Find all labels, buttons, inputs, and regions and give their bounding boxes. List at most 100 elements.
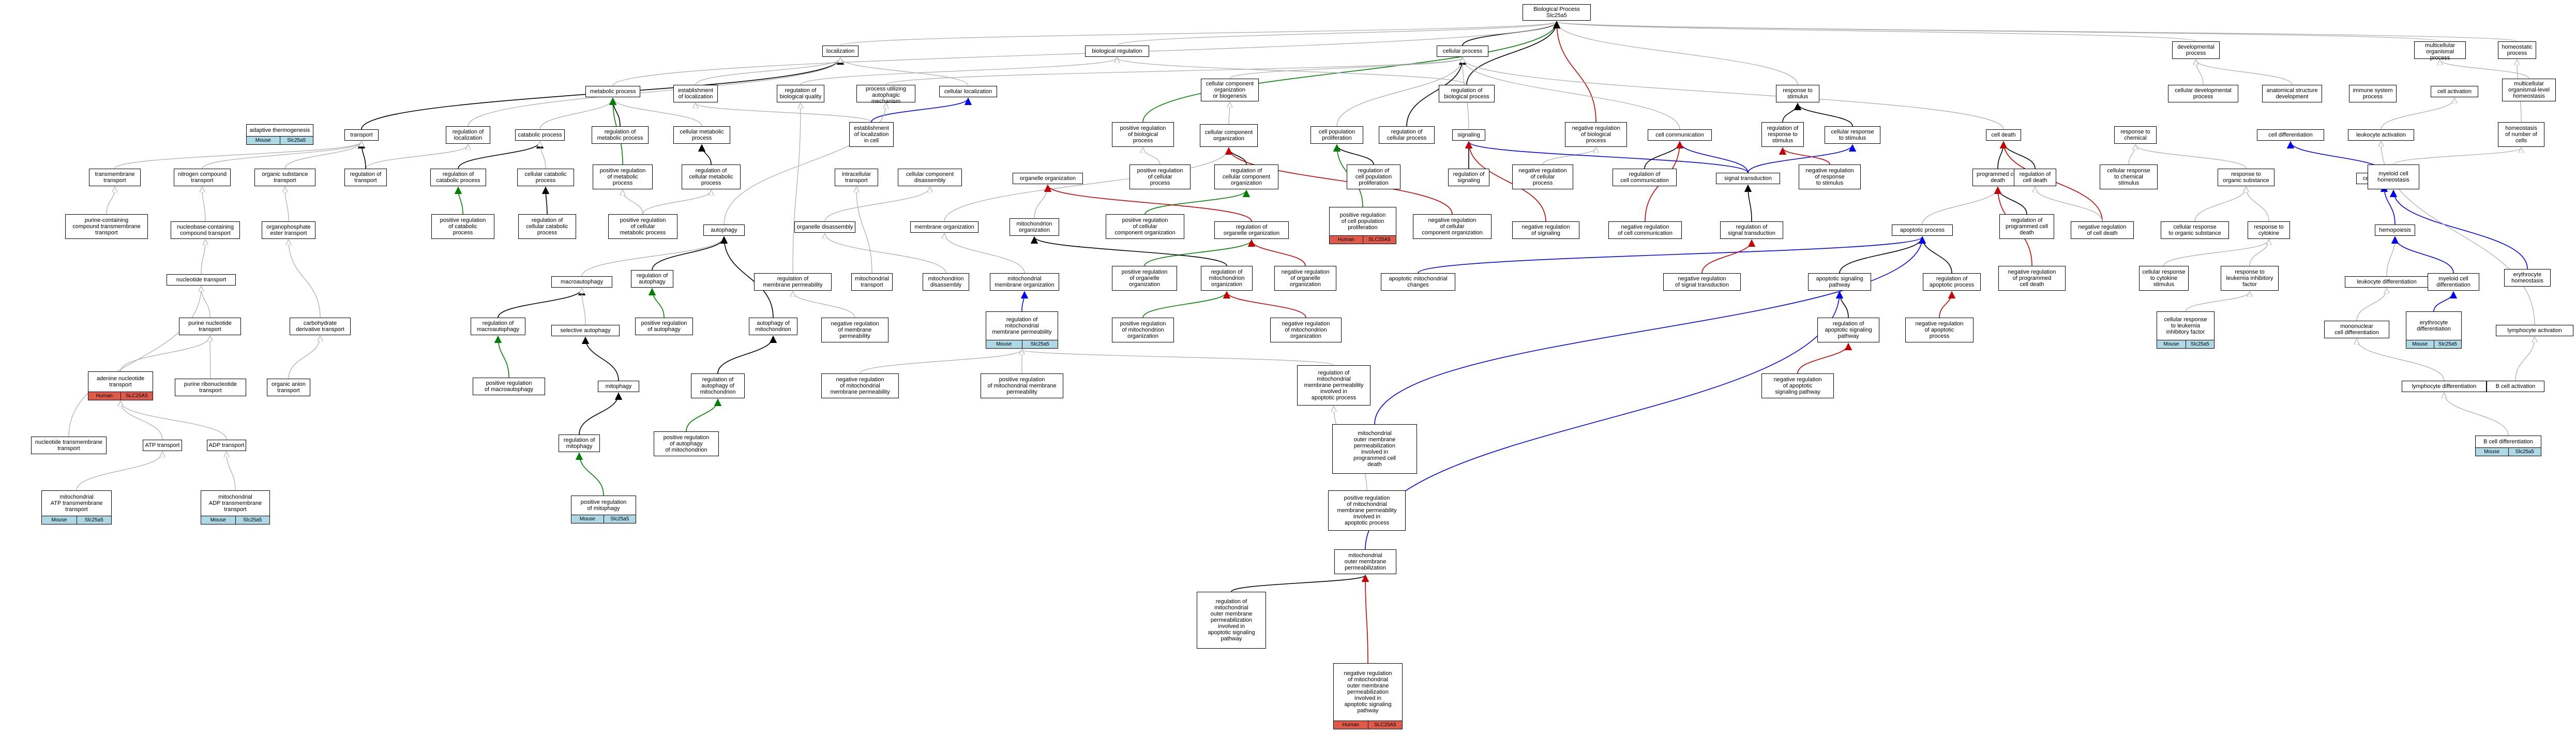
go-term-node-neg-reg-signaling[interactable]: negative regulation of signaling bbox=[1512, 221, 1579, 239]
go-term-node-process-autophagic[interactable]: process utilizing autophagic mechanism bbox=[856, 85, 915, 104]
go-term-node-nucleotide-transmembrane-transport[interactable]: nucleotide transmembrane transport bbox=[31, 437, 107, 454]
go-term-node-cellular-dev-process[interactable]: cellular developmental process bbox=[2168, 85, 2238, 102]
go-term-node-organelle-org[interactable]: organelle organization bbox=[1013, 173, 1083, 184]
go-term-node-autophagy-of-mitochondrion[interactable]: autophagy of mitochondrion bbox=[749, 318, 797, 335]
go-term-node-reg-macroautophagy[interactable]: regulation of macroautophagy bbox=[471, 318, 525, 335]
go-term-node-cell-comp-disassembly[interactable]: cellular component disassembly bbox=[898, 169, 962, 186]
go-term-node-myeloid-cell-differentiation[interactable]: myeloid cell differentiation bbox=[2428, 273, 2479, 291]
go-term-node-homeostasis-cell-number[interactable]: homeostasis of number of cells bbox=[2498, 122, 2544, 147]
go-term-node-mitochondrion-org[interactable]: mitochondrion organization bbox=[1010, 218, 1059, 236]
go-term-node-membrane-organization[interactable]: membrane organization bbox=[910, 221, 978, 233]
go-term-node-neg-reg-cell-communication[interactable]: negative regulation of cell communicatio… bbox=[1608, 221, 1682, 239]
go-term-node-reg-mito-perm-apoptotic[interactable]: regulation of mitochondrial membrane per… bbox=[1297, 365, 1370, 406]
go-term-node-mito-atp-transmembrane[interactable]: mitochondrial ATP transmembrane transpor… bbox=[41, 490, 112, 525]
go-term-node-neg-reg-apoptotic-process[interactable]: negative regulation of apoptotic process bbox=[1905, 318, 1974, 342]
go-term-node-neg-reg-response-stimulus[interactable]: negative regulation of response to stimu… bbox=[1799, 164, 1861, 189]
go-term-node-neg-reg-cell-comp-org[interactable]: negative regulation of cellular componen… bbox=[1413, 214, 1492, 239]
go-term-node-reg-catabolic[interactable]: regulation of catabolic process bbox=[430, 169, 486, 186]
go-term-node-immune-system-process[interactable]: immune system process bbox=[2349, 85, 2397, 102]
go-term-node-signaling[interactable]: signaling bbox=[1452, 129, 1485, 141]
go-term-node-organophosphate-transport[interactable]: organophosphate ester transport bbox=[262, 221, 315, 239]
go-term-node-atp-transport[interactable]: ATP transport bbox=[143, 440, 182, 451]
go-term-node-leukocyte-activation[interactable]: leukocyte activation bbox=[2348, 129, 2414, 141]
go-term-node-reg-mitochondrion-org[interactable]: regulation of mitochondrion organization bbox=[1201, 266, 1253, 291]
go-term-node-reg-response-stimulus[interactable]: regulation of response to stimulus bbox=[1761, 122, 1804, 147]
go-term-node-reg-cell-pop-prolif[interactable]: regulation of cell population proliferat… bbox=[1347, 164, 1400, 189]
go-term-node-metabolic-process[interactable]: metabolic process bbox=[585, 86, 640, 97]
go-term-node-reg-autophagy-mitochondrion[interactable]: regulation of autophagy of mitochondrion bbox=[691, 373, 745, 398]
go-term-node-neg-reg-membrane-permeability[interactable]: negative regulation of membrane permeabi… bbox=[821, 318, 888, 342]
go-term-node-purine-containing-transport[interactable]: purine-containing compound transmembrane… bbox=[65, 214, 148, 239]
go-term-node-pos-reg-mitochondrion-org[interactable]: positive regulation of mitochondrion org… bbox=[1112, 318, 1174, 342]
go-term-node-multicellular-homeostasis[interactable]: multicellular organismal-level homeostas… bbox=[2502, 79, 2556, 101]
go-term-node-cellular-process[interactable]: cellular process bbox=[1437, 46, 1488, 57]
go-term-node-mito-outer-membrane-permeabilization[interactable]: mitochondrial outer membrane permeabiliz… bbox=[1334, 549, 1396, 574]
go-term-node-pos-reg-metabolic[interactable]: positive regulation of metabolic process bbox=[593, 164, 653, 189]
go-term-node-pos-reg-autophagy[interactable]: positive regulation of autophagy bbox=[635, 318, 693, 335]
go-term-node-response-chemical[interactable]: response to chemical bbox=[2114, 126, 2157, 144]
go-term-node-establishment-loc-cell[interactable]: establishment of localization in cell bbox=[849, 122, 894, 147]
go-term-node-localization[interactable]: localization bbox=[822, 46, 858, 57]
go-term-node-lymphocyte-activation[interactable]: lymphocyte activation bbox=[2496, 325, 2573, 336]
go-term-node-reg-membrane-permeability[interactable]: regulation of membrane permeability bbox=[754, 273, 832, 291]
go-term-node-pos-reg-catabolic[interactable]: positive regulation of catabolic process bbox=[431, 214, 494, 239]
go-term-node-neg-reg-organelle-org[interactable]: negative regulation of organelle organiz… bbox=[1274, 266, 1336, 291]
go-term-node-reg-localization[interactable]: regulation of localization bbox=[446, 126, 490, 144]
go-term-node-autophagy[interactable]: autophagy bbox=[703, 224, 745, 236]
go-term-node-selective-autophagy[interactable]: selective autophagy bbox=[551, 325, 620, 336]
go-term-node-bp[interactable]: Biological Process Slc25a5 bbox=[1523, 4, 1591, 21]
go-term-node-dev-process[interactable]: developmental process bbox=[2172, 41, 2220, 59]
go-term-node-transmembrane-transport[interactable]: transmembrane transport bbox=[89, 169, 141, 186]
go-term-node-reg-signaling[interactable]: regulation of signaling bbox=[1448, 169, 1489, 186]
go-term-node-reg-transport[interactable]: regulation of transport bbox=[344, 169, 387, 186]
go-term-node-pos-reg-autophagy-mitochondrion[interactable]: positive regulation of autophagy of mito… bbox=[654, 431, 719, 456]
go-term-node-neg-reg-programmed-cell-death[interactable]: negative regulation of programmed cell d… bbox=[1998, 266, 2066, 291]
go-term-node-reg-autophagy[interactable]: regulation of autophagy bbox=[631, 270, 673, 288]
go-term-node-organelle-disassembly[interactable]: organelle disassembly bbox=[794, 221, 855, 233]
go-term-node-cellular-response-lif[interactable]: cellular response to leukemia inhibitory… bbox=[2157, 311, 2215, 349]
go-term-node-response-organic[interactable]: response to organic substance bbox=[2218, 169, 2274, 186]
go-term-node-catabolic-process[interactable]: catabolic process bbox=[515, 129, 565, 141]
go-term-node-pos-reg-cell-pop-prolif[interactable]: positive regulation of cell population p… bbox=[1329, 207, 1396, 244]
go-term-node-hemopoiesis[interactable]: hemopoiesis bbox=[2375, 224, 2415, 236]
go-term-node-neg-reg-signal-transduction[interactable]: negative regulation of signal transducti… bbox=[1663, 273, 1741, 291]
go-term-node-cellular-response-stimulus[interactable]: cellular response to stimulus bbox=[1825, 126, 1880, 144]
go-term-node-organic-substance-transport[interactable]: organic substance transport bbox=[254, 169, 315, 186]
go-term-node-cell-communication[interactable]: cell communication bbox=[1648, 129, 1712, 141]
go-term-node-reg-organelle-org[interactable]: regulation of organelle organization bbox=[1214, 221, 1289, 239]
go-term-node-apoptotic-process[interactable]: apoptotic process bbox=[1892, 224, 1953, 236]
go-term-node-cellular-metabolic[interactable]: cellular metabolic process bbox=[673, 126, 730, 144]
go-term-node-homeostatic-process[interactable]: homeostatic process bbox=[2498, 41, 2536, 59]
go-term-node-nucleobase-containing-transport[interactable]: nucleobase-containing compound transport bbox=[171, 221, 240, 239]
go-term-node-reg-cell-death[interactable]: regulation of cell death bbox=[2014, 169, 2056, 186]
go-term-node-reg-cellular-process[interactable]: regulation of cellular process bbox=[1379, 126, 1435, 144]
go-term-node-pos-reg-cellular-process[interactable]: positive regulation of cellular process bbox=[1129, 164, 1191, 189]
go-term-node-anatomical-dev[interactable]: anatomical structure development bbox=[2262, 85, 2322, 102]
go-term-node-apoptotic-mito-changes[interactable]: apoptotic mitochondrial changes bbox=[1381, 273, 1455, 291]
go-term-node-reg-programmed-cell-death[interactable]: regulation of programmed cell death bbox=[1999, 214, 2054, 239]
go-term-node-mitochondrion-disassembly[interactable]: mitochondrion disassembly bbox=[923, 273, 969, 291]
go-term-node-neg-reg-mito-membrane-permeability[interactable]: negative regulation of mitochondrial mem… bbox=[821, 373, 899, 398]
go-term-node-purine-nucleotide-transport[interactable]: purine nucleotide transport bbox=[179, 318, 241, 335]
go-term-node-cellular-localization[interactable]: cellular localization bbox=[939, 86, 997, 97]
go-term-node-pos-reg-mito-perm-apoptotic[interactable]: positive regulation of mitochondrial mem… bbox=[1328, 490, 1406, 531]
go-term-node-reg-apoptotic-process[interactable]: regulation of apoptotic process bbox=[1923, 273, 1981, 291]
go-term-node-nitrogen-compound-transport[interactable]: nitrogen compound transport bbox=[174, 169, 231, 186]
go-term-node-reg-bio-process[interactable]: regulation of biological process bbox=[1439, 85, 1495, 102]
go-term-node-apoptotic-signaling-pathway[interactable]: apoptotic signaling pathway bbox=[1808, 273, 1871, 291]
go-term-node-cell-differentiation[interactable]: cell differentiation bbox=[2257, 129, 2324, 141]
go-term-node-mononuclear-cell-diff[interactable]: mononuclear cell differentiation bbox=[2324, 321, 2389, 338]
go-term-node-cell-comp-org[interactable]: cellular component organization or bioge… bbox=[1201, 79, 1259, 101]
go-term-node-mitochondrial-transport[interactable]: mitochondrial transport bbox=[851, 273, 893, 291]
go-term-node-transport[interactable]: transport bbox=[344, 129, 379, 141]
go-term-node-cell-pop-prolif[interactable]: cell population proliferation bbox=[1310, 126, 1363, 144]
go-term-node-reg-cellular-catabolic[interactable]: regulation of cellular catabolic process bbox=[518, 214, 576, 239]
go-term-node-reg-cell-communication[interactable]: regulation of cell communication bbox=[1613, 169, 1677, 186]
go-term-node-cellular-component-org[interactable]: cellular component organization bbox=[1200, 124, 1258, 147]
go-term-node-macroautophagy[interactable]: macroautophagy bbox=[551, 276, 612, 288]
go-term-node-lymphocyte-differentiation[interactable]: lymphocyte differentiation bbox=[2402, 381, 2487, 392]
